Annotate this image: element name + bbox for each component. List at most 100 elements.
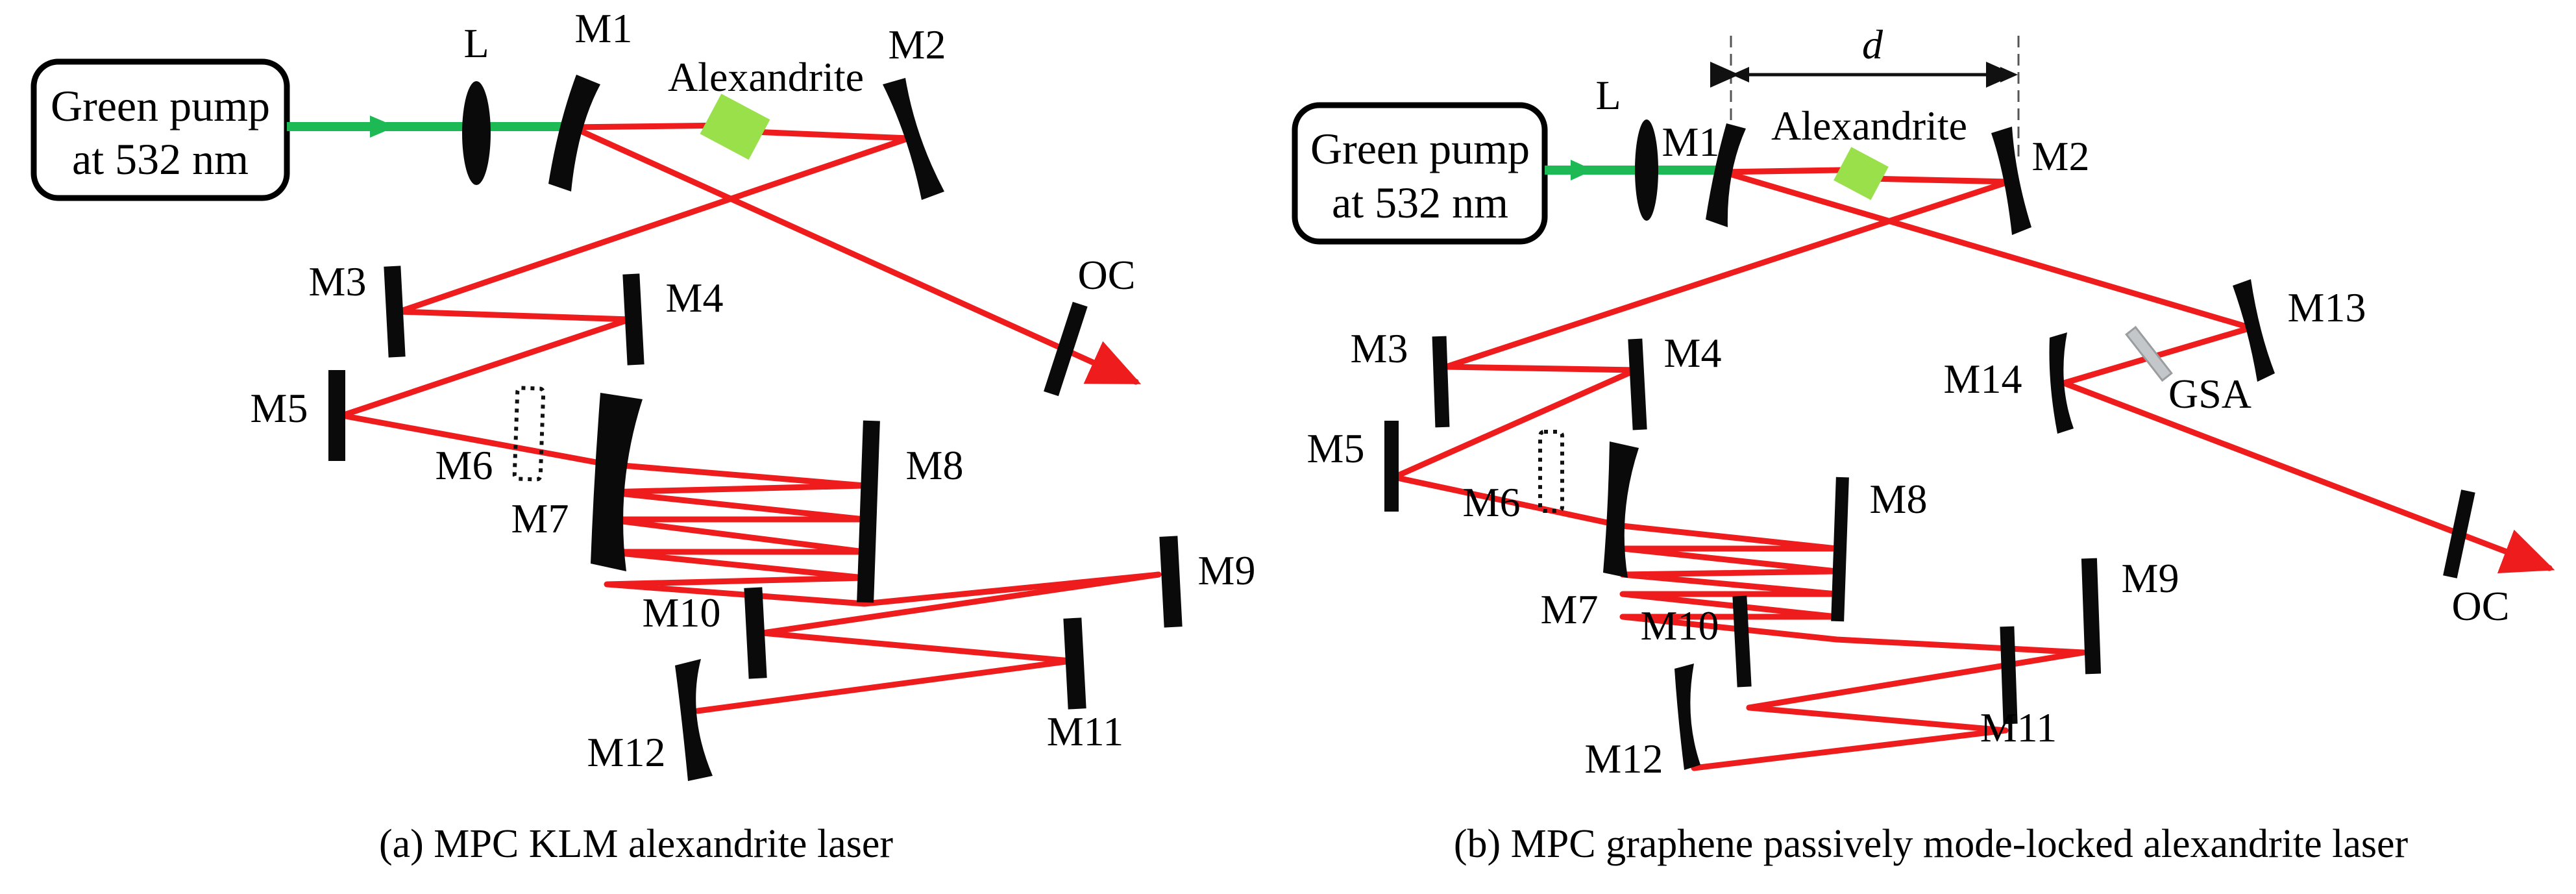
label-M12: M12 bbox=[587, 729, 666, 775]
label-M9: M9 bbox=[2122, 555, 2179, 601]
beam-M11-M12 bbox=[694, 658, 1074, 714]
label-M6: M6 bbox=[435, 442, 493, 488]
beam-M10-M11 bbox=[1746, 704, 2009, 734]
label-M12: M12 bbox=[1585, 736, 1663, 782]
mirror-M5 bbox=[1384, 421, 1399, 512]
mirror-M14 bbox=[2049, 332, 2074, 434]
mirror-M1 bbox=[1706, 123, 1746, 227]
pump-label-line1: Green pump bbox=[51, 81, 270, 130]
beam-M10-M11 bbox=[759, 630, 1074, 664]
dimension-d: d bbox=[1710, 21, 2020, 159]
mirror-M10 bbox=[1732, 595, 1752, 688]
pump-label-line2: at 532 nm bbox=[72, 134, 249, 184]
panel-a: Green pump at 532 nm L M1 Alexandrite bbox=[31, 5, 1256, 866]
mirror-M8 bbox=[1831, 477, 1849, 622]
output-coupler-OC bbox=[1044, 301, 1088, 397]
mirror-M2 bbox=[1991, 127, 2031, 235]
label-M2: M2 bbox=[889, 21, 946, 68]
label-M6: M6 bbox=[1463, 479, 1521, 525]
cavity-beam-path bbox=[339, 122, 1162, 714]
label-alexandrite: Alexandrite bbox=[668, 54, 864, 100]
mirror-M3 bbox=[1432, 336, 1450, 428]
lens-L bbox=[1635, 119, 1658, 221]
mirror-M5 bbox=[328, 370, 345, 461]
label-M14: M14 bbox=[1944, 356, 2022, 402]
label-M7: M7 bbox=[1541, 586, 1599, 632]
label-GSA: GSA bbox=[2168, 371, 2251, 417]
label-M11: M11 bbox=[1047, 708, 1124, 754]
mirror-M6-removable bbox=[512, 386, 546, 482]
pump-arrow-icon bbox=[1571, 160, 1593, 180]
label-M7: M7 bbox=[511, 495, 569, 541]
label-M11: M11 bbox=[1980, 704, 2057, 751]
beam-M1-M13 bbox=[1720, 169, 2254, 331]
beam-M1-OC bbox=[569, 124, 1142, 385]
lens-L bbox=[462, 81, 491, 185]
beam-MPC-zigzag bbox=[1391, 474, 2087, 656]
pump-source-box: Green pump at 532 nm bbox=[31, 58, 290, 201]
mirror-M7 bbox=[591, 393, 643, 571]
mirror-M4 bbox=[622, 273, 644, 366]
label-M3: M3 bbox=[309, 258, 367, 304]
label-M2: M2 bbox=[2032, 133, 2090, 179]
panel-b: Green pump at 532 nm L d bbox=[1292, 21, 2555, 866]
label-OC: OC bbox=[2452, 583, 2510, 629]
beam-M4-M5 bbox=[339, 316, 633, 419]
mirror-M8 bbox=[857, 420, 880, 603]
label-M9: M9 bbox=[1198, 547, 1256, 593]
mirror-M1 bbox=[548, 75, 600, 192]
label-OC: OC bbox=[1078, 252, 1136, 298]
mirror-M3 bbox=[384, 266, 406, 358]
graphene-saturable-absorber-GSA bbox=[2125, 325, 2173, 382]
label-M10: M10 bbox=[1641, 602, 1719, 649]
label-alexandrite: Alexandrite bbox=[1771, 103, 1967, 149]
beam-M2-M3 bbox=[396, 135, 912, 315]
mirror-M12 bbox=[675, 659, 713, 781]
label-M1: M1 bbox=[1662, 119, 1720, 165]
mirror-M6-removable bbox=[1538, 430, 1564, 513]
output-coupler-OC bbox=[2443, 490, 2475, 578]
beam-M4-M5 bbox=[1391, 367, 1639, 480]
label-L: L bbox=[463, 20, 489, 66]
label-M3: M3 bbox=[1351, 325, 1408, 371]
beam-M14-OC bbox=[2061, 380, 2555, 574]
pump-label-line2: at 532 nm bbox=[1332, 178, 1508, 227]
mirror-M7 bbox=[1603, 441, 1639, 578]
beam-crystal-M2 bbox=[750, 129, 912, 142]
label-M4: M4 bbox=[666, 275, 724, 321]
label-M8: M8 bbox=[1870, 476, 1928, 522]
label-L: L bbox=[1595, 72, 1621, 118]
cavity-beam-path bbox=[1391, 167, 2555, 771]
label-M5: M5 bbox=[1307, 425, 1365, 471]
beam-M9-M10 bbox=[759, 571, 1162, 636]
pump-source-box: Green pump at 532 nm bbox=[1292, 102, 1548, 245]
label-d: d bbox=[1862, 21, 1883, 68]
label-M4: M4 bbox=[1664, 330, 1722, 376]
label-M13: M13 bbox=[2288, 284, 2366, 330]
beam-MPC-zigzag bbox=[339, 412, 1162, 607]
label-M5: M5 bbox=[251, 385, 308, 431]
label-M1: M1 bbox=[575, 5, 633, 51]
mirror-M13 bbox=[2233, 279, 2275, 382]
beam-crystal-M2 bbox=[1866, 175, 2012, 185]
beam-M3-M4 bbox=[396, 308, 633, 323]
caption-b: (b) MPC graphene passively mode-locked a… bbox=[1454, 822, 2409, 866]
beam-M9-M10 bbox=[1746, 649, 2087, 711]
beam-M1-crystal bbox=[1720, 167, 1843, 175]
alexandrite-crystal bbox=[1834, 147, 1889, 201]
mirror-M11 bbox=[2000, 626, 2018, 725]
pump-label-line1: Green pump bbox=[1310, 124, 1530, 173]
mirror-M4 bbox=[1628, 338, 1647, 430]
mirror-M2 bbox=[883, 78, 944, 200]
mirror-M12 bbox=[1674, 664, 1700, 770]
beam-M11-M12 bbox=[1691, 727, 2009, 771]
mirror-M9 bbox=[1159, 536, 1183, 628]
mirror-M10 bbox=[744, 587, 767, 679]
beam-M3-M4 bbox=[1443, 364, 1639, 373]
label-M10: M10 bbox=[643, 590, 721, 636]
caption-a: (a) MPC KLM alexandrite laser bbox=[379, 822, 893, 866]
mirror-M9 bbox=[2081, 558, 2102, 675]
beam-M2-M3 bbox=[1443, 179, 2012, 370]
